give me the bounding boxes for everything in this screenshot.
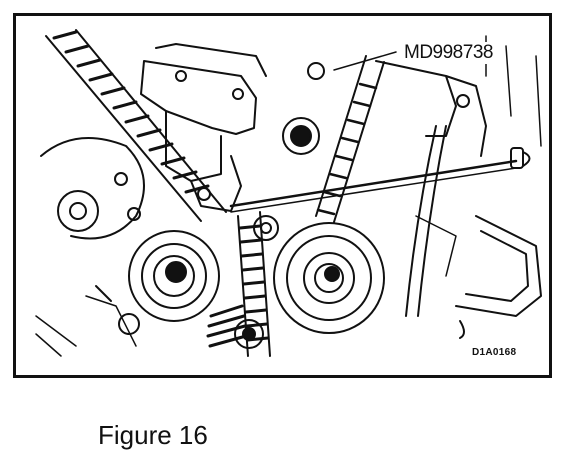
tensioner-bracket xyxy=(140,43,267,212)
figure-caption: Figure 16 xyxy=(98,420,208,450)
tool-callout-label: MD998738 xyxy=(402,42,495,64)
idler-pulley-left xyxy=(128,230,220,322)
part-code-label: D1A0168 xyxy=(472,347,517,358)
special-tool-rod xyxy=(229,51,531,213)
engine-housing-right xyxy=(375,35,542,339)
timing-belt-upper-left xyxy=(45,29,227,222)
lower-left-detail xyxy=(35,285,137,357)
bolts xyxy=(118,62,470,349)
crankshaft-pulley xyxy=(40,137,145,240)
figure-frame: MD998738 D1A0168 xyxy=(13,13,552,378)
tensioner-pulley-right xyxy=(273,222,385,334)
engine-timing-belt-illustration xyxy=(35,29,542,357)
